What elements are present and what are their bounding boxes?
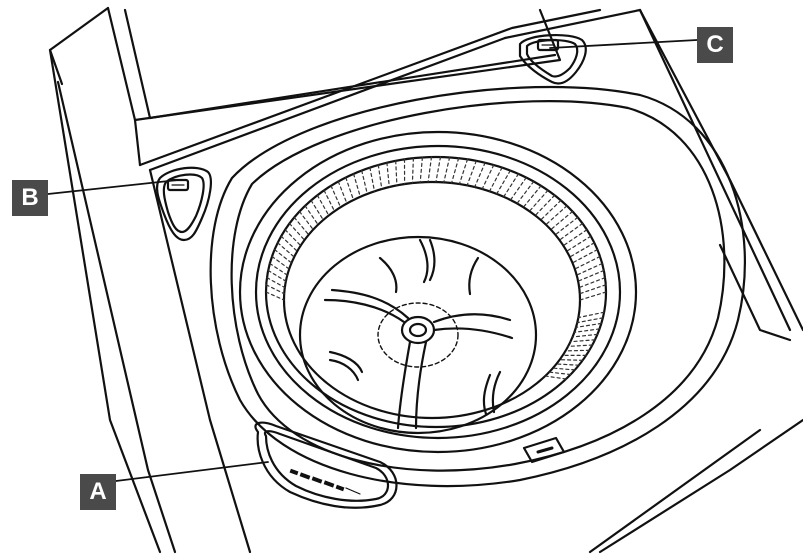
- basket-perforation: [288, 222, 306, 241]
- basket-perforation: [571, 333, 599, 338]
- basket-perforation: [411, 157, 414, 184]
- basket-perforation: [435, 156, 442, 183]
- basket-perforation: [266, 277, 286, 289]
- basket-perforation: [267, 269, 287, 282]
- basket-perforation: [474, 162, 486, 188]
- basket-perforation: [323, 189, 336, 212]
- basket-perforation: [558, 359, 584, 361]
- basket-perforation: [466, 160, 477, 186]
- basket-perforation: [277, 242, 295, 258]
- basket-perforation: [576, 262, 603, 276]
- basket-perforation: [534, 194, 556, 217]
- basket-perforation: [265, 291, 285, 301]
- basket-perforation: [481, 164, 495, 190]
- basket-perforation: [566, 235, 592, 252]
- basket-perforation: [369, 167, 376, 192]
- basket-perforation: [571, 249, 599, 264]
- basket-perforation: [573, 328, 601, 333]
- detergent-dispenser-icon: [254, 421, 398, 509]
- basket-perforation: [496, 170, 511, 195]
- tub-collar-inner: [230, 100, 726, 472]
- basket-perforation: [522, 185, 542, 208]
- basket-perforation: [550, 210, 574, 231]
- basket-perforation: [562, 229, 588, 247]
- basket-perforation: [555, 363, 580, 366]
- leader-line-c: [549, 39, 698, 49]
- basket-perforation: [451, 157, 460, 184]
- basket-perforation: [574, 255, 601, 270]
- basket-perforation: [284, 229, 302, 247]
- basket-perforation: [280, 235, 298, 252]
- basket-perforation: [548, 371, 572, 376]
- basket-perforation: [569, 339, 596, 343]
- basket-perforation: [558, 222, 584, 241]
- basket-perforation: [528, 189, 549, 212]
- basket-perforation: [345, 177, 355, 201]
- basket-perforation: [577, 269, 605, 282]
- basket-perforation: [503, 173, 520, 198]
- callout-label-c: C: [697, 27, 733, 63]
- basket-perforation: [578, 277, 606, 289]
- wash-basket-icon: [264, 155, 608, 429]
- top-deck: [138, 8, 792, 554]
- basket-perforation: [576, 317, 604, 324]
- basket-perforation: [361, 170, 368, 195]
- basket-perforation: [316, 194, 330, 217]
- basket-perforation: [579, 284, 607, 295]
- tub-collar-outer: [209, 85, 746, 488]
- basket-perforation: [564, 349, 591, 352]
- softener-dispenser-icon: [518, 33, 587, 85]
- leader-line-b: [47, 179, 179, 195]
- basket-perforation: [310, 199, 324, 221]
- basket-perforation: [488, 167, 503, 192]
- basket-perforation: [293, 216, 310, 236]
- basket-perforation: [577, 311, 605, 319]
- basket-perforation: [419, 156, 423, 183]
- basket-perforation: [554, 216, 579, 236]
- basket-perforation: [458, 158, 469, 185]
- leader-line-a: [115, 461, 269, 482]
- basket-perforation: [353, 173, 361, 198]
- basket-perforation: [395, 160, 398, 186]
- tub-rim-inner: [254, 144, 622, 440]
- callout-label-b: B: [12, 180, 48, 216]
- basket-perforation: [545, 205, 568, 226]
- lid-lock: [522, 436, 566, 464]
- basket-perforation: [575, 322, 602, 328]
- basket-perforation: [509, 177, 527, 201]
- basket-perforation: [274, 249, 293, 264]
- basket-perforation: [377, 164, 383, 190]
- basket-perforation: [540, 199, 562, 221]
- basket-perforation: [427, 156, 433, 183]
- tub-rim-outer: [238, 130, 638, 454]
- impeller-icon: [298, 235, 538, 435]
- basket-perforation: [271, 255, 290, 270]
- basket-perforation: [337, 180, 348, 204]
- basket-perforation: [443, 156, 451, 183]
- basket-perforation: [569, 242, 595, 258]
- basket-perforation: [579, 291, 607, 301]
- basket-perforation: [386, 162, 390, 188]
- callout-label-a: A: [80, 474, 116, 510]
- basket-perforation: [552, 367, 576, 371]
- basket-perforation: [516, 180, 535, 204]
- open-lid: [106, 6, 562, 167]
- basket-perforation: [544, 375, 567, 380]
- basket-perforation: [298, 210, 314, 231]
- basket-perforation: [330, 185, 342, 208]
- basket-perforation: [304, 205, 319, 226]
- basket-perforation: [269, 262, 288, 276]
- basket-perforation: [567, 344, 593, 347]
- basket-perforation: [265, 284, 285, 295]
